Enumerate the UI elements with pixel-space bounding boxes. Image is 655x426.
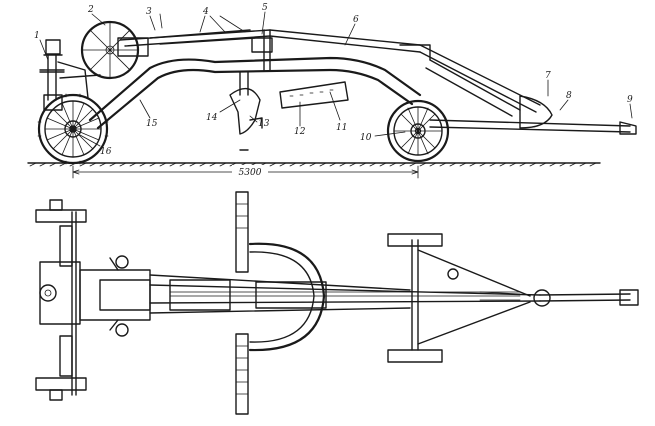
tow-bar-plan — [479, 289, 639, 307]
callout-14: 14 — [206, 113, 218, 123]
callout-8: 8 — [566, 91, 572, 101]
front-wheel — [386, 99, 450, 163]
callout-7: 7 — [545, 71, 551, 81]
callout-16: 16 — [100, 147, 112, 157]
ground-hatch — [29, 162, 597, 167]
blade-plan — [235, 191, 249, 415]
front-drawbar — [429, 95, 637, 135]
turntable-arc — [248, 242, 326, 352]
callout-1: 1 — [34, 31, 40, 41]
callout-4: 4 — [202, 7, 209, 17]
callout-5: 5 — [262, 3, 268, 13]
front-axle — [387, 233, 531, 363]
rear-axle — [35, 199, 87, 401]
callout-10: 10 — [360, 133, 372, 143]
main-frame — [88, 56, 422, 122]
dimension-label: 5300 — [239, 168, 262, 178]
callout-11: 11 — [336, 123, 347, 133]
callout-15: 15 — [146, 119, 158, 129]
plan-view — [35, 191, 639, 415]
central-beam — [149, 274, 541, 314]
upper-linkages — [117, 29, 541, 117]
callout-9: 9 — [627, 95, 633, 105]
callout-2: 2 — [87, 5, 94, 15]
blade-assembly — [229, 71, 349, 151]
dimension-5300: 5300 — [72, 165, 419, 179]
callout-3: 3 — [146, 7, 152, 17]
side-view: 5300 1 2 3 4 5 6 7 8 9 10 11 12 13 14 15… — [27, 3, 637, 179]
rear-wheel — [37, 93, 109, 165]
rear-body — [39, 255, 151, 337]
rear-frame — [39, 39, 101, 111]
callout-6: 6 — [353, 15, 359, 25]
callout-12: 12 — [294, 127, 306, 137]
handwheel — [80, 20, 140, 80]
callout-13: 13 — [258, 119, 270, 129]
